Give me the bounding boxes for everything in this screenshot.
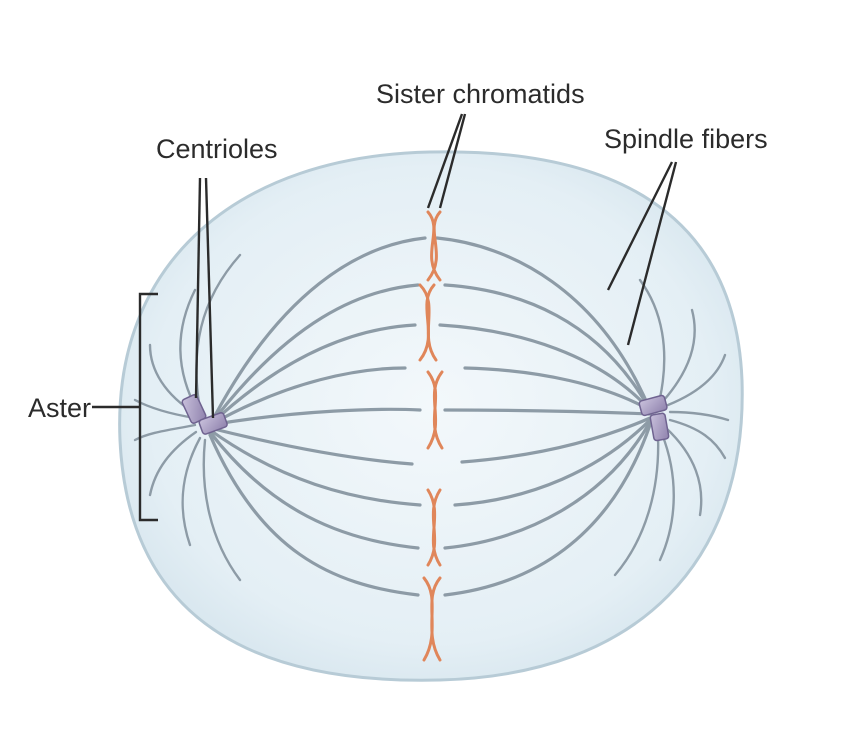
sister-chromatids-leader: [426, 113, 464, 209]
spindle-fiber: [460, 416, 652, 464]
spindle-fibers-leader: [626, 161, 678, 346]
spindle-fibers-label: Spindle fibers: [604, 124, 768, 154]
cell-membrane: [118, 150, 744, 682]
spindle-fiber: [453, 418, 652, 507]
spindle-fiber: [208, 428, 422, 507]
spindle-fiber: [463, 366, 652, 412]
spindle-fiber: [208, 430, 420, 550]
spindle-fiber: [443, 420, 652, 550]
right-centriole-pair: [638, 394, 670, 442]
right-aster: [613, 278, 730, 577]
spindle-fiber: [208, 426, 414, 466]
spindle-fiber: [443, 283, 652, 412]
chromosome: [418, 283, 438, 362]
spindle-fiber: [208, 433, 420, 597]
spindle-fiber: [208, 283, 420, 427]
sister-chromatids-label: Sister chromatids: [376, 79, 585, 109]
spindle-fiber: [208, 236, 427, 427]
chromosome: [426, 488, 442, 567]
left-centriole-pair: [181, 394, 228, 435]
leader-lines: [92, 113, 678, 522]
spindle-fiber: [208, 366, 407, 427]
spindle-fiber: [443, 408, 652, 416]
spindle-fiber: [435, 236, 652, 412]
chromosomes: [418, 210, 444, 662]
centrioles-leader: [204, 177, 215, 419]
aster-label: Aster: [28, 393, 91, 423]
spindle-fibers-leader: [606, 161, 674, 291]
spindle-fiber: [208, 407, 422, 427]
spindle-fibers: [208, 236, 652, 597]
sister-chromatids-leader: [438, 113, 467, 209]
spindle-fiber: [443, 423, 652, 597]
chromosome: [426, 370, 444, 450]
chromosome: [426, 210, 442, 282]
chromosome: [422, 576, 442, 662]
centrioles-label: Centrioles: [156, 134, 278, 164]
spindle-fiber: [438, 323, 652, 412]
spindle-fiber: [208, 323, 417, 427]
centrioles-leader: [194, 177, 202, 399]
